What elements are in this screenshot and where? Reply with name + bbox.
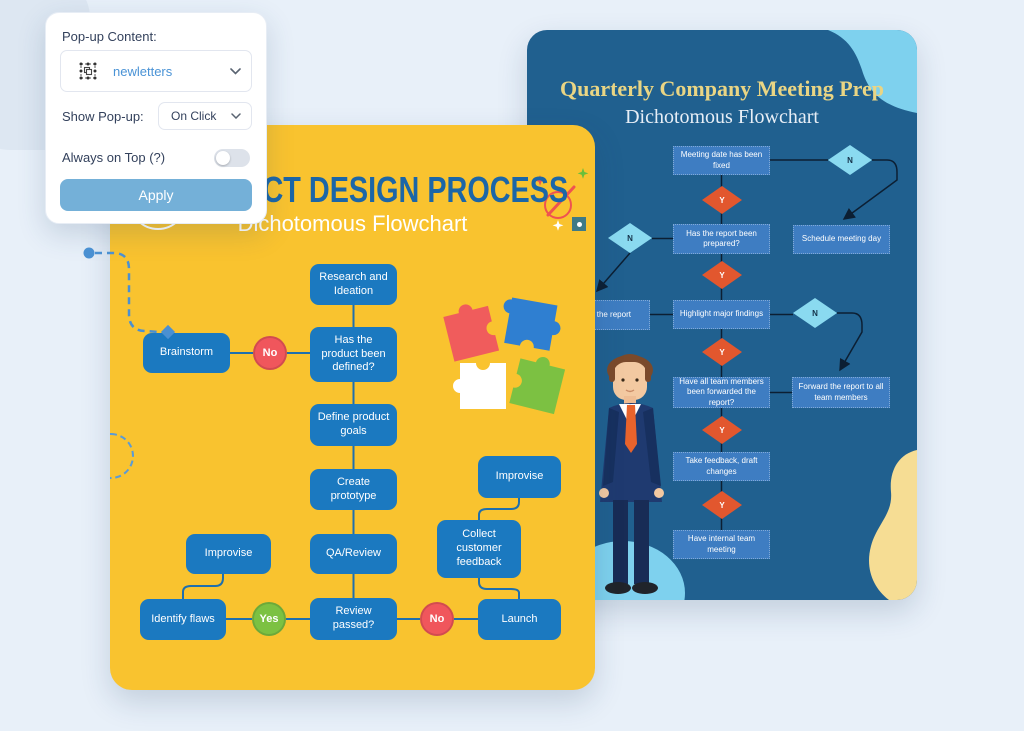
flow-node: Improvise (186, 534, 271, 574)
flow-node: Define product goals (310, 404, 397, 446)
flow-node: Launch (478, 599, 561, 640)
flowchart-connectors (596, 159, 898, 530)
popup-content-value: newletters (113, 63, 173, 79)
popup-content-label: Pop-up Content: (62, 29, 157, 44)
show-popup-label: Show Pop-up: (62, 109, 144, 124)
decision-no-circle: No (253, 336, 287, 370)
flow-node: Highlight major findings (673, 300, 770, 329)
flow-node: Have internal team meeting (673, 530, 770, 559)
always-on-top-label: Always on Top (?) (62, 150, 166, 165)
decor-square-dot-icon (572, 217, 586, 231)
flow-node: Improvise (478, 456, 561, 498)
chevron-down-icon (230, 67, 241, 75)
selection-group-icon (79, 62, 97, 80)
flow-node: Research and Ideation (310, 264, 397, 305)
flow-node: Review passed? (310, 598, 397, 640)
show-popup-select[interactable]: On Click (158, 102, 252, 130)
show-popup-value: On Click (171, 109, 217, 123)
puzzle-pieces-illustration (443, 297, 566, 415)
yellow-card-subtitle: Dichotomous Flowchart (237, 211, 468, 236)
corner-blob-bottom-right (869, 450, 917, 600)
flow-node: Forward the report to all team members (792, 377, 890, 408)
flow-node: Has the product been defined? (310, 327, 397, 382)
flow-node: Have all team members been forwarded the… (673, 377, 770, 408)
popup-content-select[interactable]: newletters (60, 50, 252, 92)
flow-node: Schedule meeting day (793, 225, 890, 254)
flow-node: QA/Review (310, 534, 397, 574)
flow-node: Collect customer feedback (437, 520, 521, 578)
blue-card-subtitle: Dichotomous Flowchart (625, 106, 819, 128)
apply-button[interactable]: Apply (60, 179, 252, 211)
flowchart-connectors (182, 305, 520, 620)
decision-no-circle: No (420, 602, 454, 636)
template-card-design-process[interactable]: PRODUCT DESIGN PROCESS Dichotomous Flowc… (110, 125, 595, 690)
chevron-down-icon (231, 113, 241, 119)
businessman-illustration (599, 354, 664, 594)
flow-node: Has the report been prepared? (673, 224, 770, 254)
flow-node: Create prototype (310, 469, 397, 510)
flow-node: Take feedback, draft changes (673, 452, 770, 481)
toggle-knob (216, 151, 230, 165)
always-on-top-toggle[interactable] (214, 149, 250, 167)
flow-node: Meeting date has been fixed (673, 146, 770, 175)
decor-compass-doodle (534, 168, 589, 231)
flow-node: Brainstorm (143, 333, 230, 373)
blue-card-title: Quarterly Company Meeting Prep (559, 76, 885, 101)
corner-blob-top-right (828, 30, 917, 113)
decision-yes-circle: Yes (252, 602, 286, 636)
flow-node: Identify flaws (140, 599, 226, 640)
popup-settings-panel: Pop-up Content: newletters Show Pop-up: … (45, 12, 267, 224)
